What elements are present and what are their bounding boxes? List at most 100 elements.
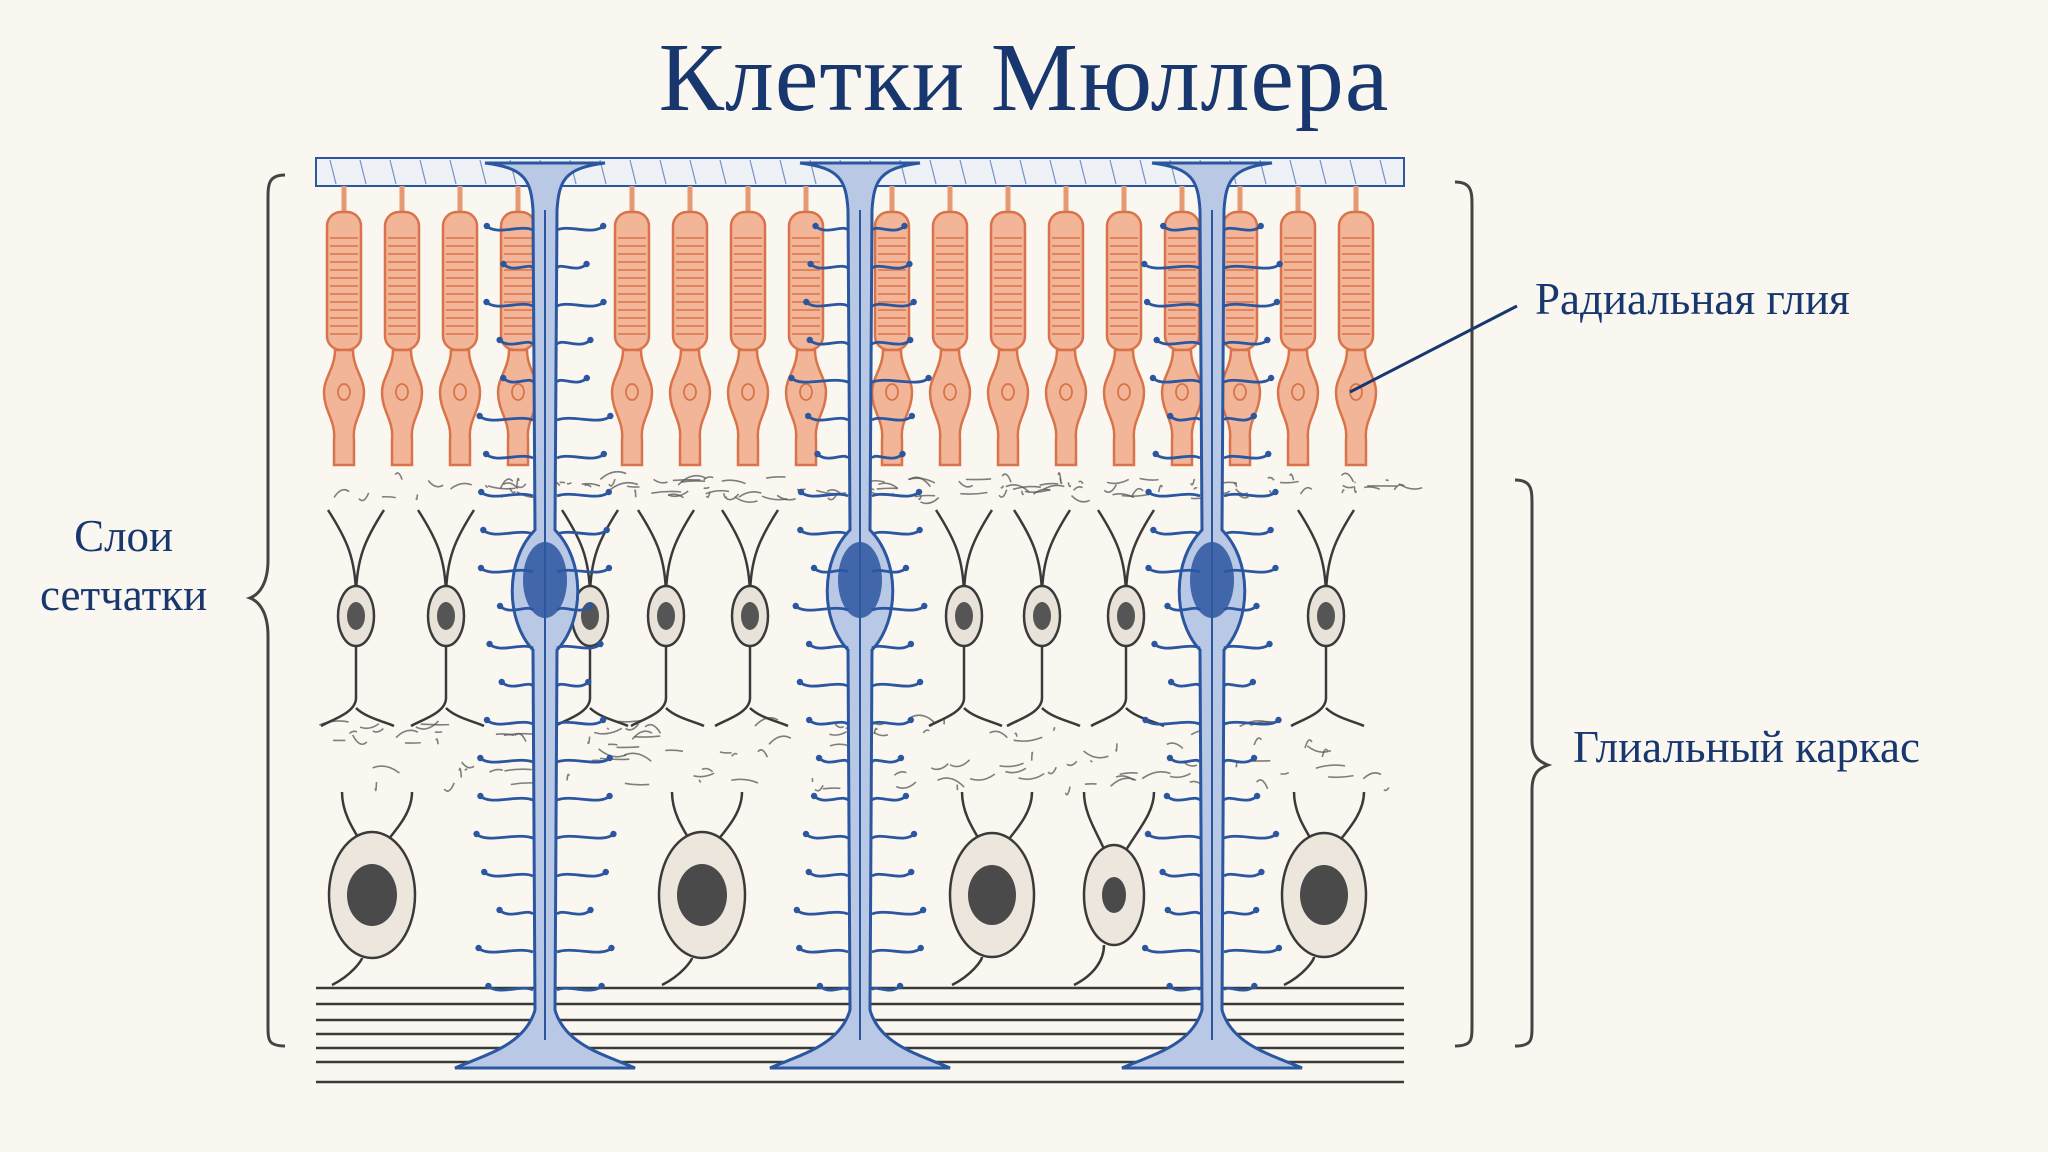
plexiform-fiber [1071, 496, 1089, 502]
muller-branch-tip [1166, 983, 1172, 989]
muller-branch [557, 872, 606, 876]
muller-branch-tip [811, 793, 817, 799]
muller-branch-tip [477, 793, 483, 799]
photoreceptor-body [1162, 350, 1202, 465]
muller-branch [557, 948, 611, 952]
plexiform-fiber [360, 724, 379, 729]
muller-branch [557, 454, 604, 458]
muller-branch-tip [811, 565, 817, 571]
photoreceptor [1104, 186, 1144, 465]
plexiform-fiber [1005, 768, 1025, 772]
muller-branch-tip [1258, 223, 1264, 229]
plexiform-fiber [373, 729, 384, 732]
photoreceptor-outer-segment [327, 212, 361, 350]
ganglion-axon [332, 958, 362, 985]
ganglion-nucleus [1300, 865, 1348, 925]
muller-branch-tip [484, 223, 490, 229]
plexiform-fiber [1058, 473, 1061, 482]
muller-branch [502, 682, 533, 686]
muller-branch [1224, 682, 1253, 686]
photoreceptor-outer-segment [673, 212, 707, 350]
muller-branch-tip [920, 907, 926, 913]
photoreceptor [324, 186, 364, 465]
muller-branch [557, 910, 590, 914]
muller-branch-tip [1142, 945, 1148, 951]
muller-branch-tip [606, 755, 612, 761]
bipolar-dendrite [418, 510, 446, 598]
muller-branch-tip [1151, 641, 1157, 647]
plexiform-fiber [1084, 751, 1109, 758]
muller-branch-tip [1142, 717, 1148, 723]
plexiform-fiber [1116, 743, 1117, 751]
plexiform-fiber [908, 478, 935, 483]
photoreceptor-outer-segment [443, 212, 477, 350]
plexiform-fiber [486, 485, 488, 487]
photoreceptor [670, 186, 710, 465]
bipolar-neuron [929, 510, 1002, 726]
muller-branch [557, 378, 587, 382]
plexiform-fiber [1328, 776, 1353, 778]
plexiform-fiber [416, 494, 417, 499]
plexiform-fiber [1120, 773, 1138, 774]
bipolar-neuron [1091, 510, 1164, 726]
photoreceptor-outer-segment [875, 212, 909, 350]
muller-branch-tip [797, 679, 803, 685]
plexiform-fiber [681, 481, 705, 482]
muller-branch [1148, 834, 1200, 838]
photoreceptor-outer-segment [501, 212, 535, 350]
plexiform-fiber [436, 739, 438, 744]
photoreceptor [612, 186, 652, 465]
muller-branch [480, 796, 533, 800]
muller-branch-tip [1144, 299, 1150, 305]
photoreceptor-body [440, 350, 480, 465]
ganglion-nucleus [347, 864, 397, 926]
plexiform-fiber [334, 490, 349, 498]
muller-branch-tip [606, 793, 612, 799]
plexiform-fiber [373, 766, 400, 773]
plexiform-fiber [600, 472, 626, 480]
plexiform-fiber [1254, 738, 1261, 745]
photoreceptor-outer-segment [1339, 212, 1373, 350]
muller-branch-tip [903, 565, 909, 571]
plexiform-fiber [823, 788, 841, 789]
muller-branch-tip [1258, 869, 1264, 875]
photoreceptor [728, 186, 768, 465]
muller-branch-tip [817, 983, 823, 989]
plexiform-fiber [1234, 484, 1236, 487]
right-brace-scaffold [1515, 480, 1548, 1046]
muller-branch [872, 758, 901, 762]
photoreceptor-outer-segment [1223, 212, 1257, 350]
photoreceptor [930, 186, 970, 465]
bipolar-nucleus [347, 602, 365, 630]
bipolar-dendrite [936, 510, 964, 598]
plexiform-fiber [874, 732, 888, 735]
bipolar-dendrite [1042, 510, 1070, 598]
ganglion-nucleus [968, 865, 1016, 925]
muller-branch-tip [1268, 375, 1274, 381]
left-brace [250, 175, 285, 1046]
muller-branch-tip [1254, 793, 1260, 799]
muller-branch-tip [803, 299, 809, 305]
plexiform-fiber [1281, 773, 1289, 775]
plexiform-fiber [1054, 728, 1055, 731]
muller-branch [1224, 834, 1276, 838]
muller-branch-tip [600, 299, 606, 305]
muller-branch [809, 872, 848, 876]
muller-branch [1224, 796, 1257, 800]
plexiform-fiber [1068, 482, 1070, 486]
plexiform-fiber [877, 488, 898, 489]
bipolar-nucleus [1317, 602, 1335, 630]
plexiform-fiber [769, 736, 791, 744]
plexiform-fiber [588, 737, 590, 744]
photoreceptor-outer-segment [1049, 212, 1083, 350]
muller-branch-tip [1273, 831, 1279, 837]
bipolar-dendrite [1298, 510, 1326, 598]
plexiform-fiber [634, 736, 660, 737]
plexiform-fiber [722, 480, 746, 483]
muller-branch [490, 644, 533, 648]
muller-branch [814, 796, 848, 800]
plexiform-fiber [585, 485, 592, 487]
muller-branch-tip [603, 869, 609, 875]
plexiform-fiber [396, 730, 418, 737]
plexiform-fiber [665, 750, 683, 751]
